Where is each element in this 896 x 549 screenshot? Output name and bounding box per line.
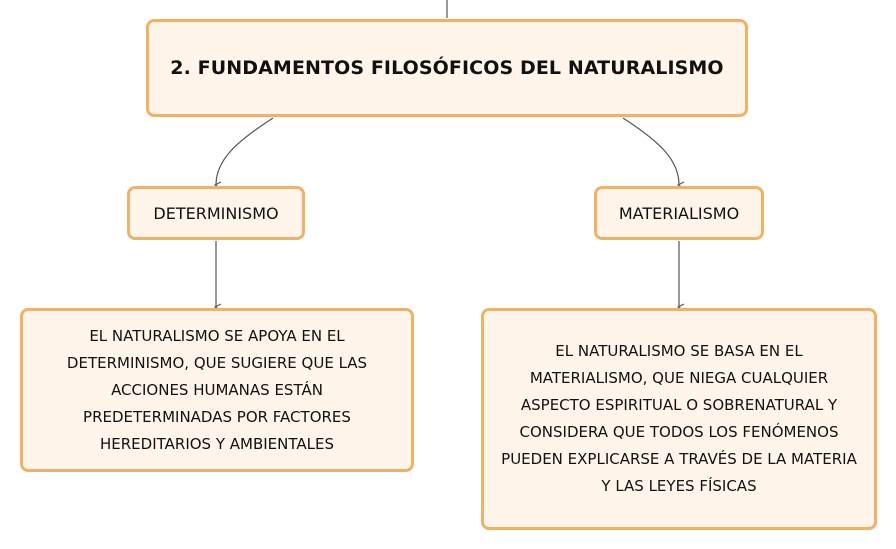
- description-node-determinismo[interactable]: EL NATURALISMO SE APOYA EN EL DETERMINIS…: [20, 308, 414, 472]
- branch-node-label: MATERIALISMO: [618, 203, 740, 223]
- branch-node-materialismo[interactable]: MATERIALISMO: [594, 186, 764, 240]
- description-node-materialismo[interactable]: EL NATURALISMO SE BASA EN EL MATERIALISM…: [481, 308, 877, 530]
- connector-root-to-determinismo: [216, 117, 274, 185]
- branch-node-determinismo[interactable]: DETERMINISMO: [127, 186, 305, 240]
- connector-root-to-materialismo: [622, 117, 679, 185]
- description-text: EL NATURALISMO SE BASA EN EL MATERIALISM…: [501, 342, 857, 495]
- branch-node-label: DETERMINISMO: [153, 203, 279, 223]
- description-text: EL NATURALISMO SE APOYA EN EL DETERMINIS…: [66, 326, 368, 453]
- root-node[interactable]: 2. FUNDAMENTOS FILOSÓFICOS DEL NATURALIS…: [146, 19, 748, 117]
- root-node-label: 2. FUNDAMENTOS FILOSÓFICOS DEL NATURALIS…: [170, 57, 724, 79]
